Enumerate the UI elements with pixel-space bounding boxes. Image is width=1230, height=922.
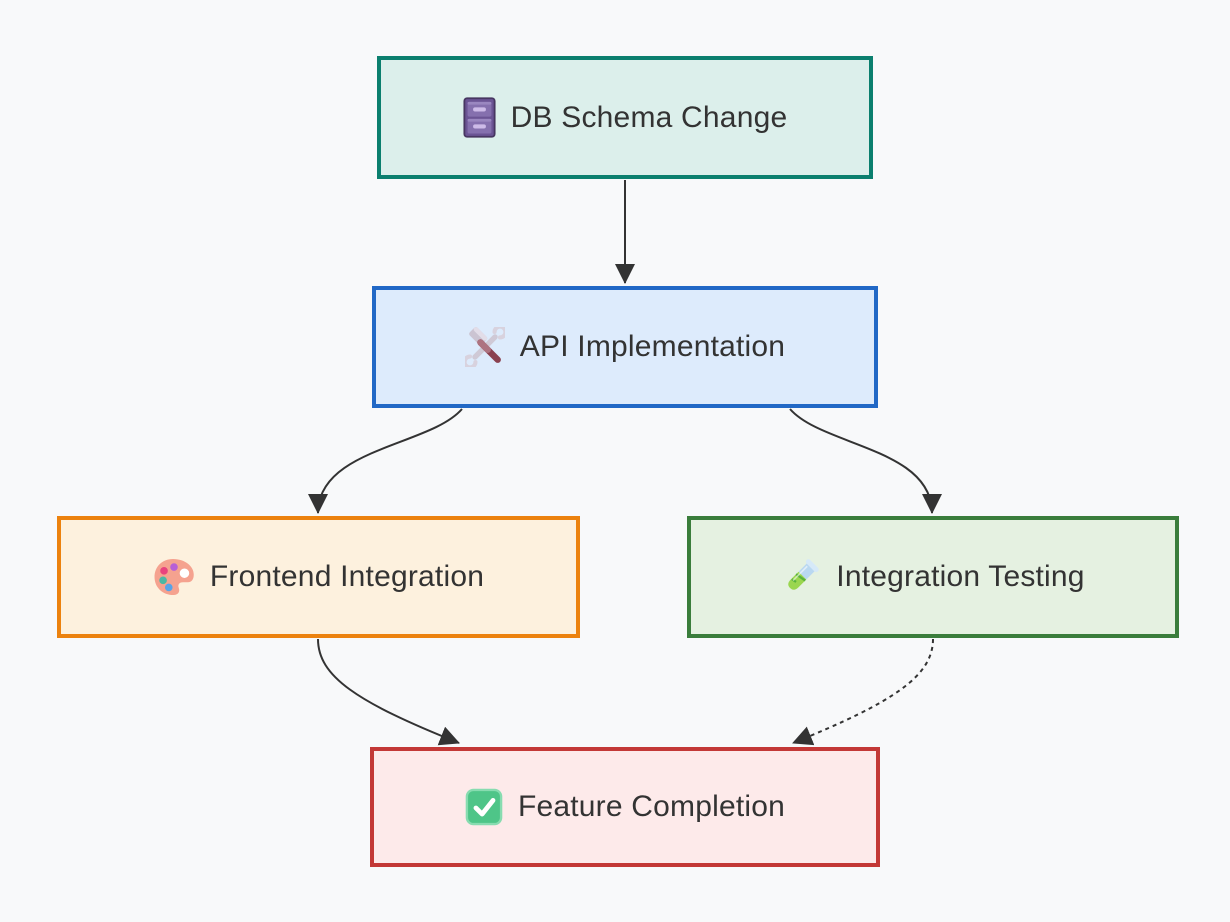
node-frontend-integration: Frontend Integration — [57, 516, 580, 638]
edge-frontend-to-feature — [317, 638, 460, 746]
hammer-and-wrench-icon — [464, 327, 505, 367]
node-label: Feature Completion — [517, 790, 786, 823]
check-mark-icon — [465, 788, 503, 826]
test-tube-icon — [781, 557, 821, 597]
node-label: DB Schema Change — [510, 100, 788, 134]
node-api-implementation: API Implementation — [372, 286, 878, 408]
artist-palette-icon — [153, 558, 195, 596]
node-integration-testing: Integration Testing — [687, 516, 1179, 638]
file-cabinet-icon — [463, 97, 496, 138]
node-label: Integration Testing — [836, 560, 1085, 593]
node-db-schema-change: DB Schema Change — [377, 56, 873, 179]
node-label: Frontend Integration — [209, 560, 485, 593]
edge-api-to-frontend — [308, 408, 463, 514]
edge-testing-to-feature-dashed — [792, 638, 934, 746]
node-feature-completion: Feature Completion — [370, 747, 880, 867]
edge-api-to-testing — [789, 408, 942, 514]
node-label: API Implementation — [519, 330, 786, 363]
